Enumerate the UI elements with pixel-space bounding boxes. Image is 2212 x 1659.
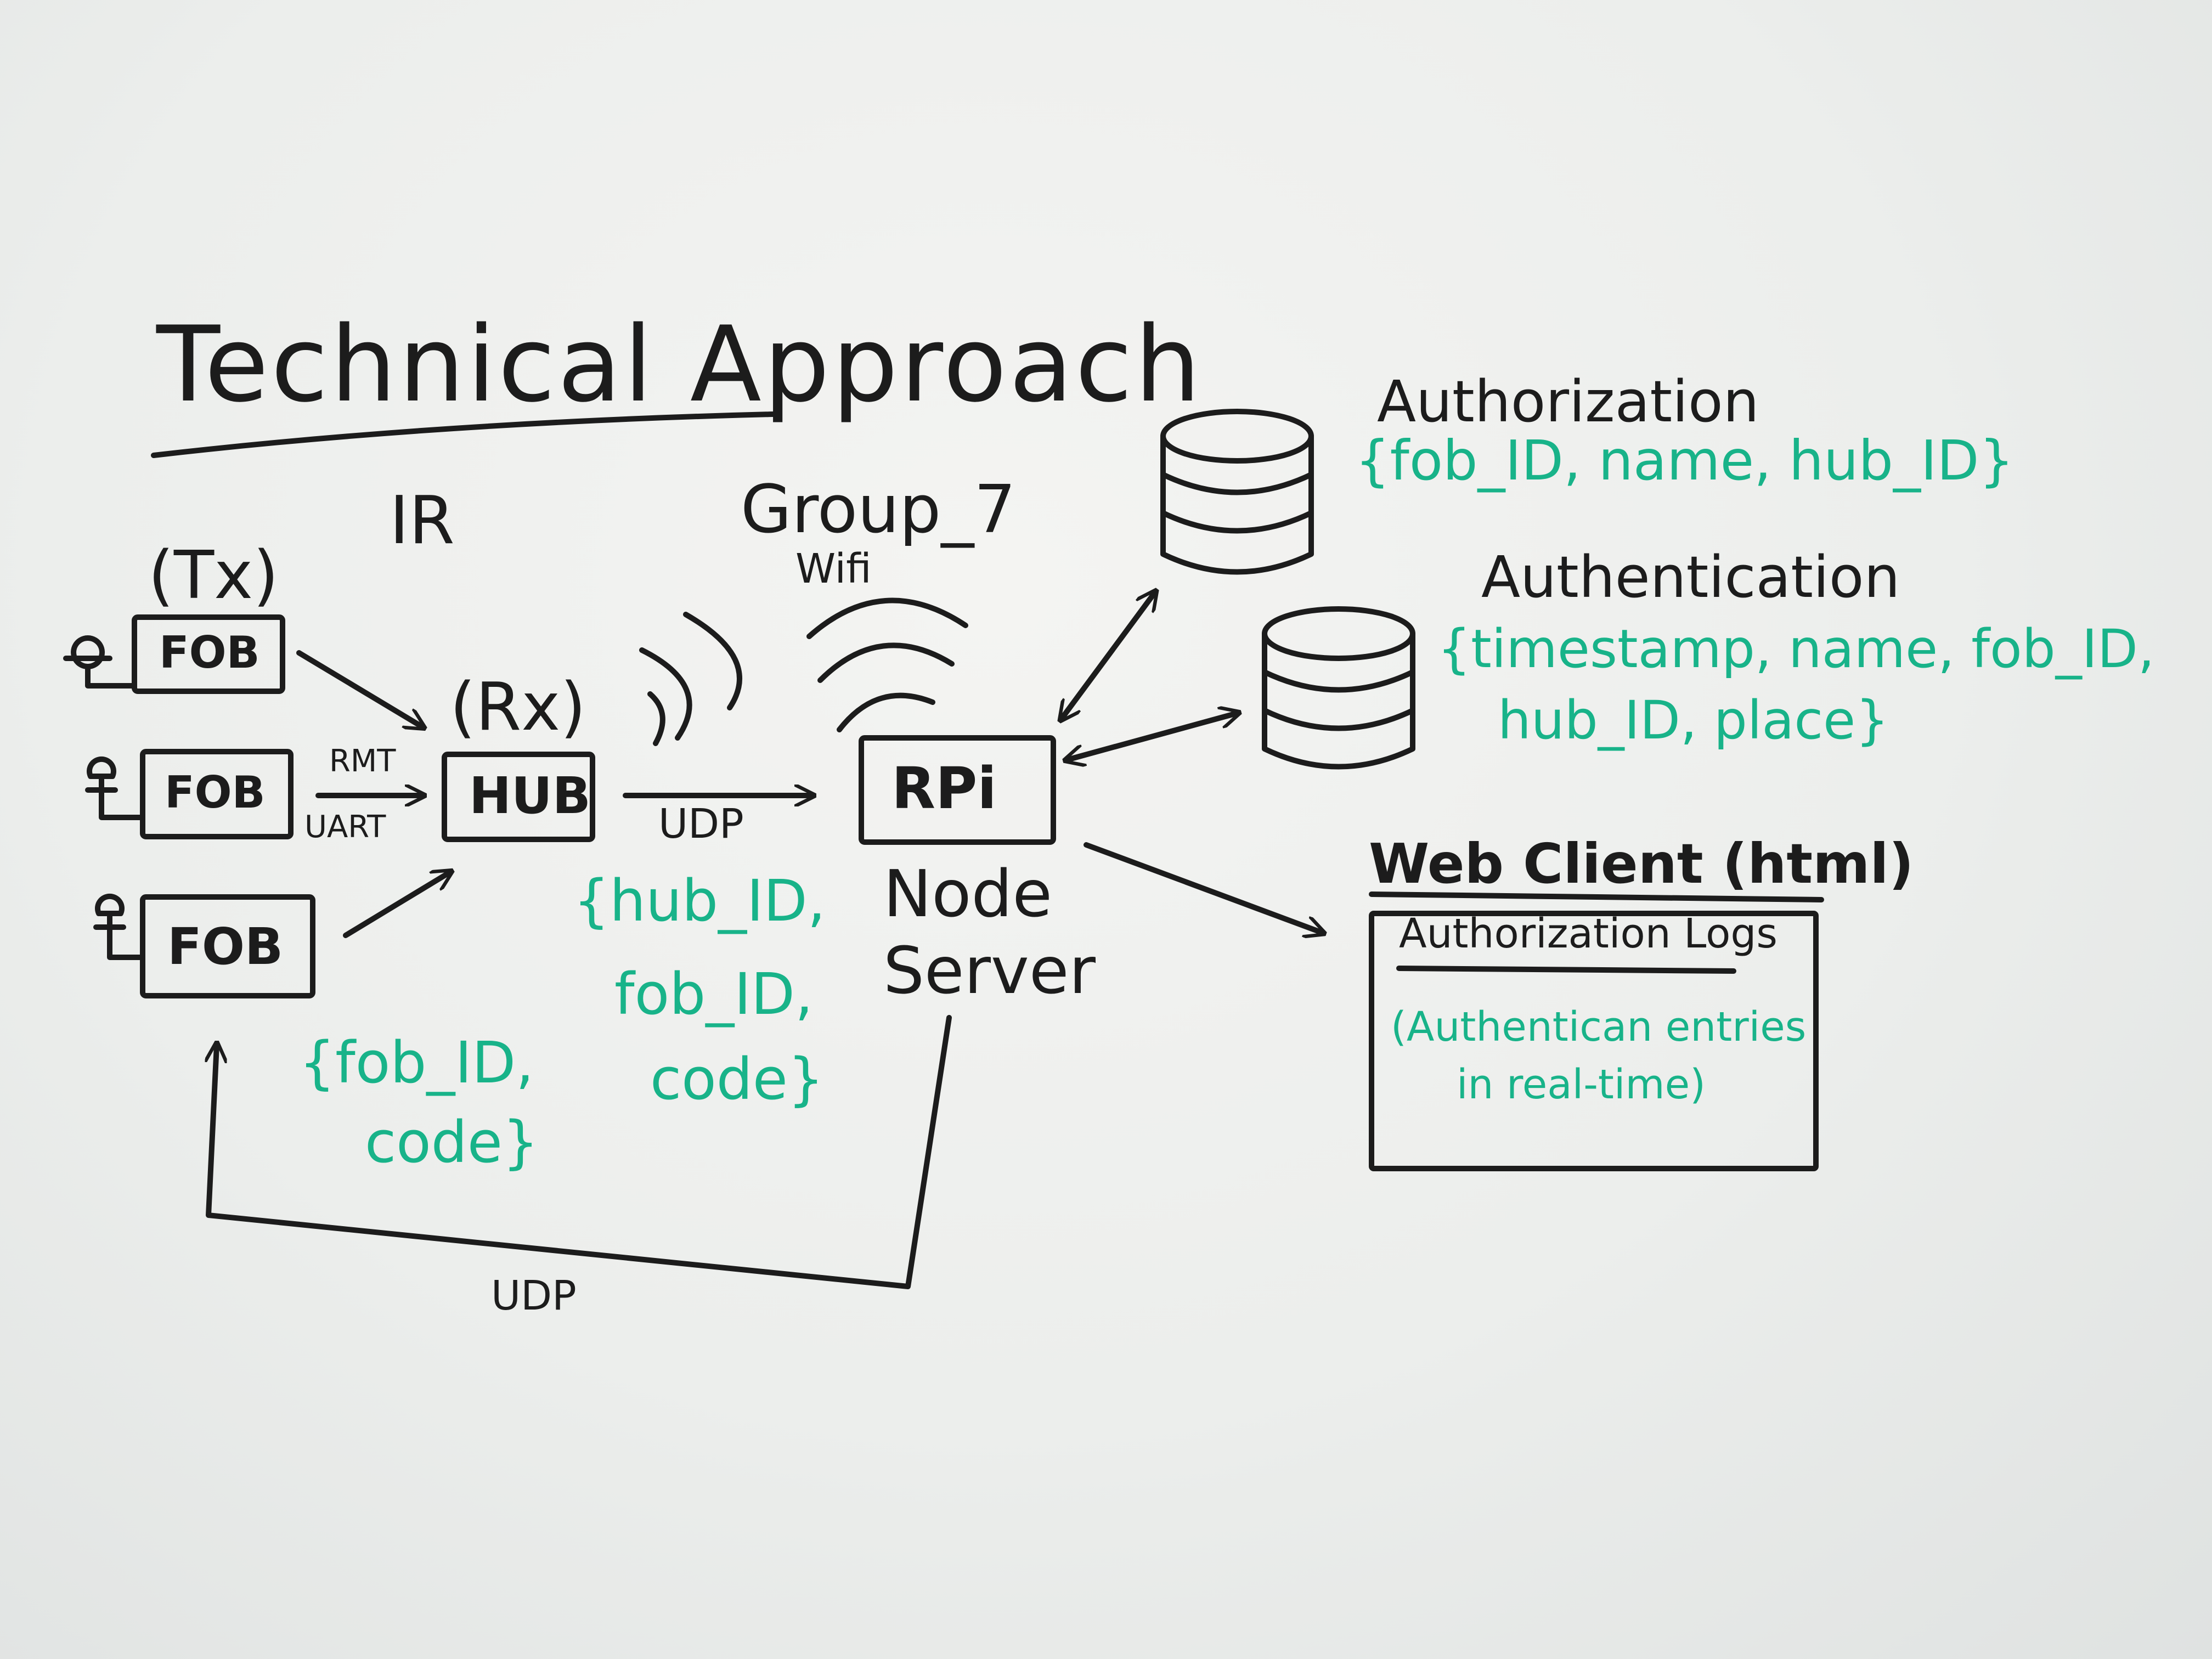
- tx-label: (Tx): [148, 538, 279, 614]
- fob-label-1: FOB: [159, 627, 260, 678]
- udp-return-label: UDP: [491, 1272, 577, 1319]
- uart-label: UART: [304, 809, 386, 845]
- fob-payload-line-1: {fob_ID,: [299, 1029, 534, 1096]
- authorization-db-name: Authorization: [1377, 368, 1759, 435]
- ir-label: IR: [390, 483, 455, 559]
- udp-hub-label: UDP: [658, 800, 744, 848]
- ir-wave-3: [683, 612, 742, 710]
- web-client-panel-note-1: (Authentican entries: [1391, 1003, 1807, 1051]
- web-client-title-underline: [1369, 891, 1824, 902]
- page-title: Technical Approach: [156, 304, 1203, 425]
- antenna-icon: [93, 893, 145, 960]
- fob-box-1: [132, 614, 285, 694]
- web-client-title: Web Client (html): [1369, 832, 1914, 896]
- wifi-wave-1: [837, 692, 935, 732]
- arrow-fob3-hub: [343, 872, 450, 938]
- authentication-db-fields-line-1: {timestamp, name, fob_ID,: [1437, 618, 2155, 680]
- arrow-rpi-authorization: [1062, 592, 1155, 719]
- arrow-rpi-webclient: [1084, 842, 1322, 933]
- rpi-box: [859, 735, 1056, 845]
- authentication-db-fields-line-2: hub_ID, place}: [1498, 690, 1889, 751]
- wifi-network-label: Group_7: [741, 472, 1016, 548]
- wifi-wave-2: [817, 642, 955, 683]
- authorization-db-fields: {fob_ID, name, hub_ID}: [1355, 428, 2015, 493]
- hub-label: HUB: [469, 766, 591, 825]
- web-client-panel-title: Authorization Logs: [1399, 910, 1778, 957]
- arrow-fob1-hub: [296, 650, 422, 727]
- server-label: Server: [883, 933, 1096, 1008]
- web-client-panel-underline: [1396, 966, 1736, 974]
- udp-return-line: [208, 1015, 952, 1289]
- hub-box: [442, 752, 595, 842]
- hub-payload-line-2: fob_ID,: [614, 961, 814, 1028]
- rpi-label: RPi: [891, 755, 997, 822]
- fob-box-2: [140, 749, 294, 839]
- rx-label: (Rx): [450, 669, 586, 746]
- fob-label-3: FOB: [167, 917, 284, 976]
- hub-payload-line-1: {hub_ID,: [573, 867, 826, 934]
- antenna-icon: [63, 635, 137, 689]
- authentication-db-name: Authentication: [1481, 544, 1900, 611]
- web-client-panel-note-2: in real-time): [1457, 1061, 1706, 1108]
- database-authorization-icon: [1160, 409, 1314, 575]
- node-label: Node: [883, 856, 1052, 932]
- arrow-rpi-authentication: [1067, 713, 1237, 760]
- ir-wave-2: [639, 647, 692, 741]
- wifi-wave-3: [806, 597, 968, 639]
- web-client-panel: [1369, 911, 1819, 1171]
- hub-payload-line-3: code}: [650, 1046, 824, 1113]
- wifi-label: Wifi: [795, 545, 872, 592]
- fob-label-2: FOB: [165, 767, 266, 818]
- database-authentication-icon: [1262, 606, 1415, 770]
- fob-payload-line-2: code}: [365, 1109, 539, 1176]
- title-underline: [151, 411, 776, 458]
- fob-box-3: [140, 894, 315, 998]
- antenna-icon: [85, 756, 145, 820]
- ir-wave-1: [647, 691, 665, 746]
- rmt-label: RMT: [329, 743, 396, 779]
